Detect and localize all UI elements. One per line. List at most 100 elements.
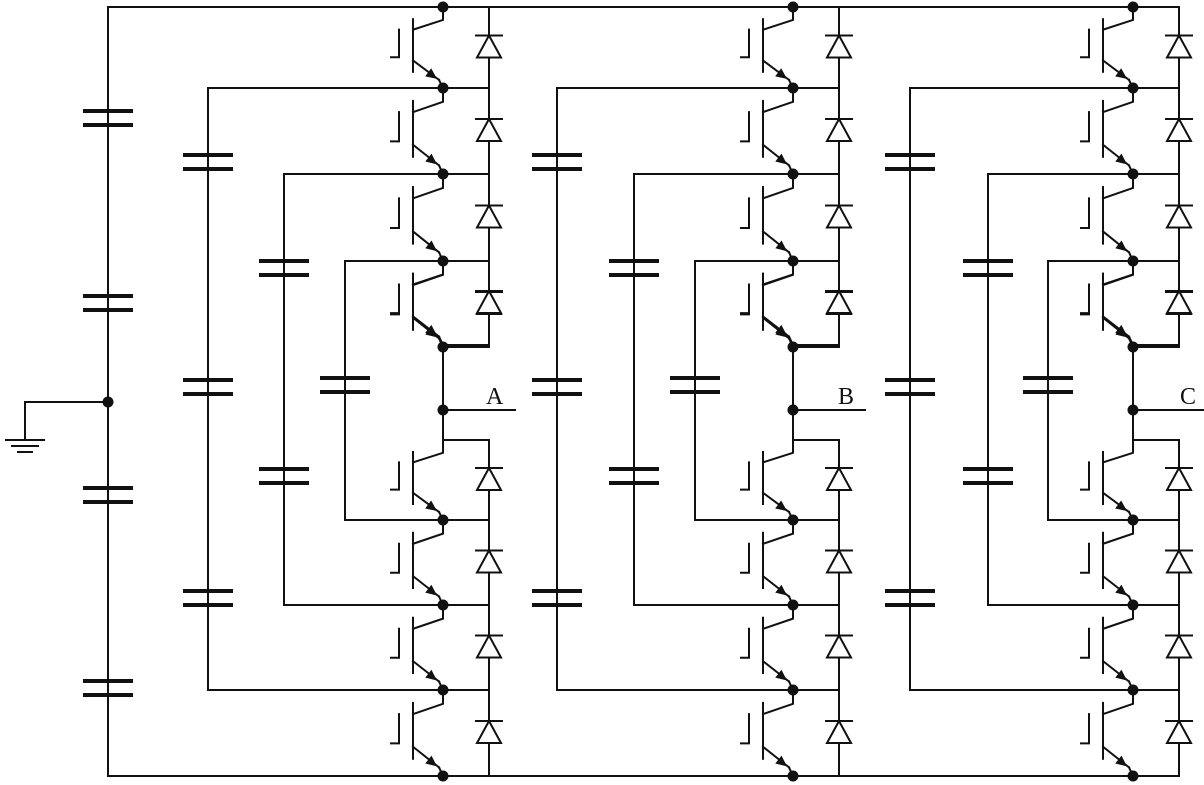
igbt-cell <box>390 87 503 176</box>
igbt-cell <box>740 689 853 778</box>
diode-icon <box>1165 718 1193 744</box>
diode-icon <box>825 203 853 229</box>
diode-icon <box>825 116 853 142</box>
junction-dot <box>437 514 449 526</box>
igbt-cell <box>390 689 503 778</box>
collector-lead <box>1101 87 1134 114</box>
emitter-arrow-icon <box>775 755 787 767</box>
collector-lead <box>761 519 794 546</box>
emitter-arrow-icon <box>1115 669 1127 681</box>
emitter-arrow-icon <box>425 240 437 252</box>
igbt-cell <box>1080 604 1193 692</box>
junction-dot <box>1127 255 1139 267</box>
diode-icon <box>1165 116 1193 142</box>
gate-icon <box>740 713 750 745</box>
emitter-arrow-icon <box>1115 240 1127 252</box>
capacitor <box>183 589 233 607</box>
junction-dot <box>437 255 449 267</box>
igbt-cell <box>1080 6 1193 90</box>
emitter-arrow-icon <box>425 669 437 681</box>
emitter-arrow-icon <box>775 240 787 252</box>
junction-dot <box>1127 404 1139 416</box>
capacitor <box>532 589 582 607</box>
gate-icon <box>1080 542 1090 574</box>
collector-lead <box>411 173 444 200</box>
igbt-cell <box>1080 439 1193 522</box>
flying-capacitor-loop <box>909 87 1134 691</box>
collector-lead <box>761 604 794 631</box>
capacitor <box>83 294 133 312</box>
diode-icon <box>475 633 503 659</box>
capacitor <box>83 679 133 697</box>
collector-lead <box>1101 604 1134 631</box>
junction-dot <box>1127 599 1139 611</box>
emitter-arrow-icon <box>1115 755 1127 767</box>
collector-lead <box>1101 689 1134 716</box>
diode-icon <box>825 633 853 659</box>
capacitor <box>532 153 582 171</box>
junction-dot <box>437 599 449 611</box>
junction-dot <box>787 255 799 267</box>
emitter-arrow-icon <box>775 324 787 336</box>
gate-icon <box>390 284 400 316</box>
gate-icon <box>740 542 750 574</box>
phase-label-c: C <box>1180 384 1196 410</box>
diode-icon <box>475 203 503 229</box>
gate-icon <box>1080 28 1090 59</box>
igbt-cell <box>1080 519 1193 607</box>
collector-lead <box>411 439 444 464</box>
junction-dot <box>1127 341 1139 353</box>
igbt-cell <box>740 604 853 692</box>
diode-icon <box>475 718 503 744</box>
junction-dot <box>437 1 449 13</box>
igbt-cell <box>1080 689 1193 778</box>
flying-capacitor-loop <box>987 173 1134 606</box>
junction-dot <box>1127 770 1139 782</box>
igbt-cell <box>390 604 503 692</box>
capacitor <box>609 259 659 277</box>
collector-lead <box>761 6 794 31</box>
junction-dot <box>787 168 799 180</box>
capacitor <box>885 153 935 171</box>
junction-dot <box>787 404 799 416</box>
igbt-cell <box>390 6 503 90</box>
diode-icon <box>1165 633 1193 659</box>
junction-dot <box>437 770 449 782</box>
gate-icon <box>1080 197 1090 229</box>
emitter-arrow-icon <box>1115 153 1127 165</box>
junction-dot <box>787 599 799 611</box>
junction-dot <box>787 770 799 782</box>
junction-dot <box>437 404 449 416</box>
flying-capacitor-loop <box>283 173 444 606</box>
diode-icon <box>1165 548 1193 574</box>
gate-icon <box>740 627 750 659</box>
emitter-arrow-icon <box>775 153 787 165</box>
capacitor <box>609 467 659 485</box>
phase-label-b: B <box>838 384 854 410</box>
capacitor <box>83 486 133 504</box>
emitter-arrow-icon <box>775 584 787 596</box>
junction-dot <box>787 1 799 13</box>
collector-lead <box>761 689 794 716</box>
collector-lead <box>761 87 794 114</box>
diode-icon <box>1165 465 1193 491</box>
gate-icon <box>740 283 750 315</box>
ground-wire <box>24 401 109 439</box>
emitter-arrow-icon <box>425 584 437 596</box>
collector-lead <box>411 519 444 546</box>
igbt-cell <box>740 6 853 90</box>
gate-icon <box>390 197 400 229</box>
collector-lead <box>1101 173 1134 200</box>
junction-dot <box>102 396 114 408</box>
emitter-arrow-icon <box>425 68 437 79</box>
collector-lead <box>411 604 444 631</box>
collector-lead <box>761 173 794 200</box>
gate-icon <box>390 28 400 59</box>
gate-icon <box>390 283 400 315</box>
emitter-arrow-icon <box>1115 68 1127 79</box>
igbt-cell <box>740 439 853 522</box>
diode-icon <box>1165 33 1193 59</box>
junction-dot <box>1127 684 1139 696</box>
